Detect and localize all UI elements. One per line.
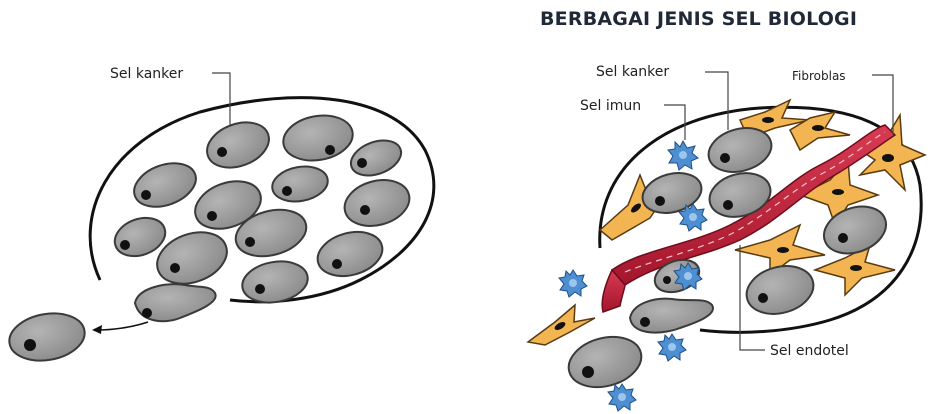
- left-panel: Sel kanker: [6, 66, 434, 366]
- right-label-immune-cell: Sel imun: [580, 98, 641, 114]
- immune-cell: [668, 141, 698, 170]
- cancer-cell: [741, 259, 819, 321]
- right-leader-cancer-cell: [705, 72, 728, 130]
- cancer-cell: [339, 173, 414, 233]
- cancer-cell: [269, 162, 330, 205]
- right-label-endothelial-cell: Sel endotel: [770, 343, 849, 359]
- cancer-cell-migrating: [630, 299, 713, 333]
- right-leader-immune-cell: [664, 105, 685, 140]
- cancer-cell-migrating: [135, 284, 216, 321]
- cancer-cell: [280, 110, 357, 165]
- left-label-cancer-cell: Sel kanker: [110, 66, 183, 82]
- immune-cell: [608, 384, 636, 411]
- cancer-cell: [128, 155, 202, 214]
- cancer-cell: [346, 134, 406, 182]
- right-label-fibroblast: Fibroblas: [792, 69, 846, 83]
- immune-cell: [559, 270, 587, 297]
- cancer-cell: [313, 225, 388, 283]
- right-panel: Sel kanker Sel imun Fibroblas Sel endote…: [528, 64, 925, 411]
- cancer-cell: [201, 114, 276, 175]
- fibroblast: [528, 305, 595, 345]
- fibroblast: [790, 112, 850, 150]
- left-leader-cancer-cell: [212, 73, 230, 125]
- left-cancer-cells: [6, 110, 415, 366]
- right-label-cancer-cell: Sel kanker: [596, 64, 669, 80]
- migration-arrow: [92, 322, 148, 334]
- cancer-cell-escaped: [563, 329, 647, 395]
- cancer-cell-escaped: [6, 308, 89, 366]
- immune-cell: [658, 334, 686, 361]
